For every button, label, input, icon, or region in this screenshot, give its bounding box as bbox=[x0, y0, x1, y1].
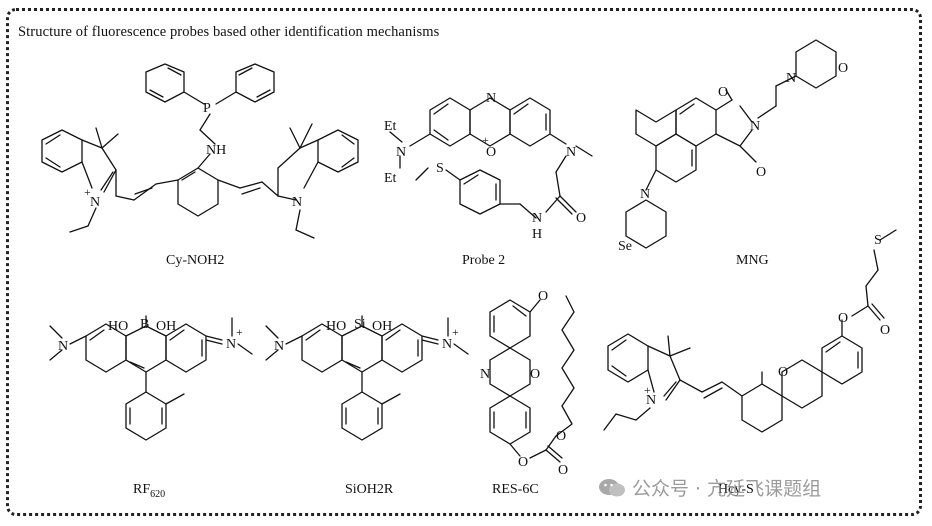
caption-cy-noh2: Cy-NOH2 bbox=[166, 253, 225, 268]
caption-probe2: Probe 2 bbox=[462, 253, 506, 268]
res-atom-o-ester: O bbox=[518, 455, 528, 470]
probe2-atom-n-top: N bbox=[486, 91, 496, 106]
cy-atom-n-right: N bbox=[292, 195, 302, 210]
cy-phenyl-right bbox=[235, 63, 275, 103]
mng-atom-o-morph: O bbox=[838, 61, 848, 76]
probe2-atom-o: O bbox=[486, 145, 496, 160]
caption-hcy-s: Hcy-S bbox=[718, 482, 754, 497]
si-tolyl bbox=[341, 391, 383, 441]
caption-res6c: RES-6C bbox=[492, 482, 539, 497]
hcy-cyclohexene bbox=[741, 383, 783, 433]
cy-noh2-structure bbox=[41, 63, 359, 239]
hcy-s-structure bbox=[603, 229, 897, 433]
hcy-atom-o-ring: O bbox=[778, 365, 788, 380]
hcy-charge-plus: + bbox=[644, 383, 651, 397]
probe2-atom-s: S bbox=[436, 161, 444, 176]
hcy-atom-n: N bbox=[646, 393, 656, 408]
hcy-atom-o-ester: O bbox=[838, 311, 848, 326]
rf620-structure bbox=[49, 315, 253, 441]
cy-cyclohexene bbox=[177, 167, 219, 217]
cy-indole-right-benzene bbox=[317, 129, 359, 173]
probe2-structure bbox=[389, 97, 593, 219]
probe2-atom-n-right: N bbox=[566, 145, 576, 160]
res-hexyl-chain bbox=[555, 295, 575, 437]
watermark-text: 公众号 · 亢延飞课题组 bbox=[632, 478, 822, 500]
cy-atom-p: P bbox=[203, 101, 211, 116]
mng-selenomorpholine bbox=[625, 199, 667, 249]
mng-atom-o-top: O bbox=[718, 85, 728, 100]
cy-charge-plus: + bbox=[84, 185, 91, 199]
mng-morpholine bbox=[795, 39, 837, 89]
res-ring-top bbox=[489, 299, 531, 349]
si-atom-ho: HO bbox=[326, 319, 346, 334]
rf-atom-n-right: N bbox=[226, 337, 236, 352]
mng-ring-bottom bbox=[655, 133, 697, 183]
rf-atom-ho: HO bbox=[108, 319, 128, 334]
rf-tolyl bbox=[125, 391, 167, 441]
res-atom-o-alkoxy: O bbox=[556, 429, 566, 444]
res6c-structure bbox=[489, 295, 575, 463]
probe2-charge-plus: + bbox=[482, 133, 489, 147]
rf-atom-oh: OH bbox=[156, 319, 176, 334]
si-ring-right bbox=[381, 323, 423, 373]
si-atom-n-left: N bbox=[274, 339, 284, 354]
probe2-et-bottom: Et bbox=[384, 171, 397, 186]
res-ring-bottom bbox=[489, 395, 531, 445]
hcy-atom-o-carbonyl: O bbox=[880, 323, 890, 338]
figure-heading: Structure of fluorescence probes based o… bbox=[18, 24, 440, 40]
mng-atom-n-morph: N bbox=[786, 71, 796, 86]
hcy-indole-benzene bbox=[607, 333, 649, 383]
mng-ring-top bbox=[675, 97, 717, 147]
hcy-xanthene-mid bbox=[781, 359, 823, 409]
probe2-ring-right bbox=[509, 97, 551, 147]
sioh2r-structure bbox=[265, 315, 469, 441]
caption-mng: MNG bbox=[736, 253, 769, 268]
hcy-atom-s: S bbox=[874, 233, 882, 248]
cy-atom-n-left: N bbox=[90, 195, 100, 210]
probe2-atom-o-amide: O bbox=[576, 211, 586, 226]
mng-structure bbox=[625, 39, 837, 249]
wechat-icon bbox=[599, 478, 625, 496]
mng-atom-n-imide: N bbox=[750, 119, 760, 134]
watermark: 公众号 · 亢延飞课题组 bbox=[598, 474, 821, 501]
si-atom-n-right: N bbox=[442, 337, 452, 352]
mng-ring-left bbox=[635, 109, 677, 147]
probe2-et-top: Et bbox=[384, 119, 397, 134]
probe2-atom-n-left: N bbox=[396, 145, 406, 160]
res-atom-n: N bbox=[480, 367, 490, 382]
rf-charge-plus: + bbox=[236, 325, 243, 339]
cy-phenyl-left bbox=[145, 63, 185, 103]
si-atom-si: Si bbox=[354, 317, 366, 332]
caption-rf620-sub: 620 bbox=[150, 488, 166, 500]
caption-rf620: RF620 bbox=[133, 482, 165, 500]
rf-atom-b: B bbox=[140, 317, 149, 332]
rf-atom-n-left: N bbox=[58, 339, 68, 354]
hcy-xanthene-right bbox=[821, 335, 863, 385]
mng-atom-se: Se bbox=[618, 239, 632, 254]
res-atom-o-keto: O bbox=[538, 289, 548, 304]
probe2-atom-h: H bbox=[532, 227, 542, 242]
rf-ring-right bbox=[165, 323, 207, 373]
res-ring-mid bbox=[489, 347, 531, 397]
caption-rf620-main: RF bbox=[133, 482, 151, 497]
res-atom-o-ring: O bbox=[530, 367, 540, 382]
si-atom-oh: OH bbox=[372, 319, 392, 334]
figure-frame bbox=[6, 8, 922, 516]
caption-sioh2r: SiOH2R bbox=[345, 482, 394, 497]
probe2-atom-n-amide: N bbox=[532, 211, 542, 226]
si-charge-plus: + bbox=[452, 325, 459, 339]
res-atom-o-carbonyl: O bbox=[558, 463, 568, 478]
probe2-thiophenyl bbox=[459, 169, 501, 215]
cy-indole-left-benzene bbox=[41, 129, 83, 173]
probe2-ring-left bbox=[429, 97, 471, 147]
mng-atom-o-bottom: O bbox=[756, 165, 766, 180]
mng-atom-n-seleno: N bbox=[640, 187, 650, 202]
cy-atom-nh: NH bbox=[206, 143, 226, 158]
